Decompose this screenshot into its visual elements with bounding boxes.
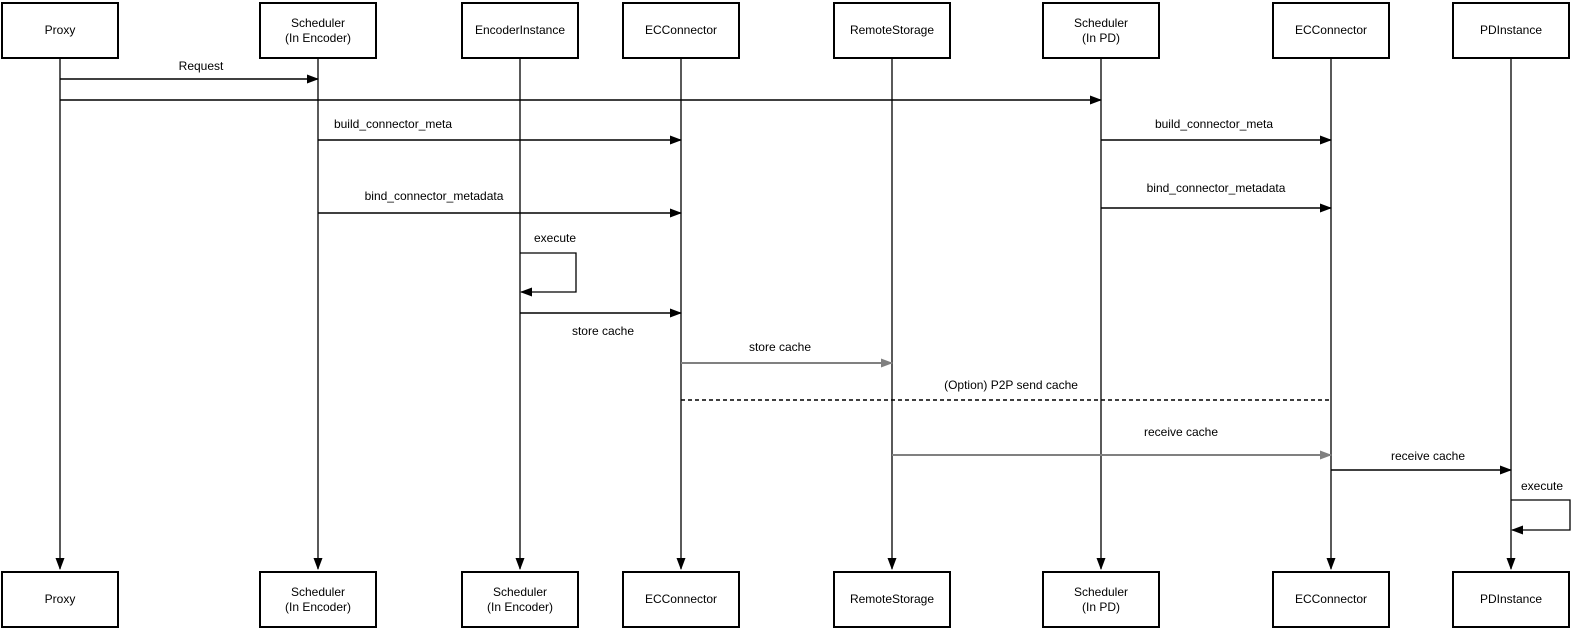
participant-bottom-label-pd-instance: PDInstance <box>1479 592 1543 606</box>
participant-bottom-label-scheduler-pd: Scheduler (In PD) <box>1073 584 1129 614</box>
participant-top-label-pd-instance: PDInstance <box>1479 23 1543 37</box>
participant-bottom-label-ecconnector-pd: ECConnector <box>1294 592 1368 606</box>
message-label-bind-connector-metadata-enc: bind_connector_metadata <box>362 189 506 203</box>
self-message-execute-encoder <box>520 252 577 297</box>
participant-top-box-remote-storage: RemoteStorage <box>833 2 951 59</box>
participant-top-box-scheduler-encoder: Scheduler (In Encoder) <box>259 2 377 59</box>
participant-bottom-label-scheduler-encoder: Scheduler (In Encoder) <box>284 584 352 614</box>
participant-top-label-scheduler-pd: Scheduler (In PD) <box>1073 15 1129 45</box>
self-message-label-execute-encoder: execute <box>531 231 579 245</box>
message-label-store-cache-to-ecconnector: store cache <box>569 324 637 338</box>
participant-top-box-proxy: Proxy <box>1 2 119 59</box>
message-label-request: Request <box>176 59 226 73</box>
participant-bottom-box-scheduler-pd: Scheduler (In PD) <box>1042 571 1160 628</box>
participant-bottom-box-pd-instance: PDInstance <box>1452 571 1570 628</box>
message-label-build-connector-meta-pd: build_connector_meta <box>1152 117 1276 131</box>
participant-top-label-ecconnector-encoder: ECConnector <box>644 23 718 37</box>
participant-top-label-encoder-instance: EncoderInstance <box>474 23 566 37</box>
participant-top-box-scheduler-pd: Scheduler (In PD) <box>1042 2 1160 59</box>
self-message-execute-pd <box>1511 499 1571 535</box>
participant-top-label-proxy: Proxy <box>44 23 76 37</box>
participant-bottom-box-scheduler-encoder: Scheduler (In Encoder) <box>259 571 377 628</box>
participant-top-label-ecconnector-pd: ECConnector <box>1294 23 1368 37</box>
participant-bottom-label-proxy: Proxy <box>44 592 76 606</box>
participant-top-box-encoder-instance: EncoderInstance <box>461 2 579 59</box>
participant-top-box-pd-instance: PDInstance <box>1452 2 1570 59</box>
message-label-receive-cache-to-pdinstance: receive cache <box>1388 449 1468 463</box>
participant-bottom-box-encoder-instance: Scheduler (In Encoder) <box>461 571 579 628</box>
message-label-build-connector-meta-enc: build_connector_meta <box>331 117 455 131</box>
participant-bottom-label-ecconnector-encoder: ECConnector <box>644 592 718 606</box>
participant-bottom-box-ecconnector-pd: ECConnector <box>1272 571 1390 628</box>
participant-bottom-box-remote-storage: RemoteStorage <box>833 571 951 628</box>
participant-top-label-remote-storage: RemoteStorage <box>849 23 935 37</box>
participant-bottom-box-ecconnector-encoder: ECConnector <box>622 571 740 628</box>
participant-top-label-scheduler-encoder: Scheduler (In Encoder) <box>284 15 352 45</box>
participant-bottom-label-encoder-instance: Scheduler (In Encoder) <box>486 584 554 614</box>
message-label-receive-cache-from-storage: receive cache <box>1141 425 1221 439</box>
participant-top-box-ecconnector-encoder: ECConnector <box>622 2 740 59</box>
message-label-bind-connector-metadata-pd: bind_connector_metadata <box>1144 181 1288 195</box>
participant-bottom-label-remote-storage: RemoteStorage <box>849 592 935 606</box>
self-message-label-execute-pd: execute <box>1518 479 1566 493</box>
message-label-store-cache-to-storage: store cache <box>746 340 814 354</box>
message-label-p2p-send-cache: (Option) P2P send cache <box>942 378 1080 392</box>
participant-bottom-box-proxy: Proxy <box>1 571 119 628</box>
participant-top-box-ecconnector-pd: ECConnector <box>1272 2 1390 59</box>
